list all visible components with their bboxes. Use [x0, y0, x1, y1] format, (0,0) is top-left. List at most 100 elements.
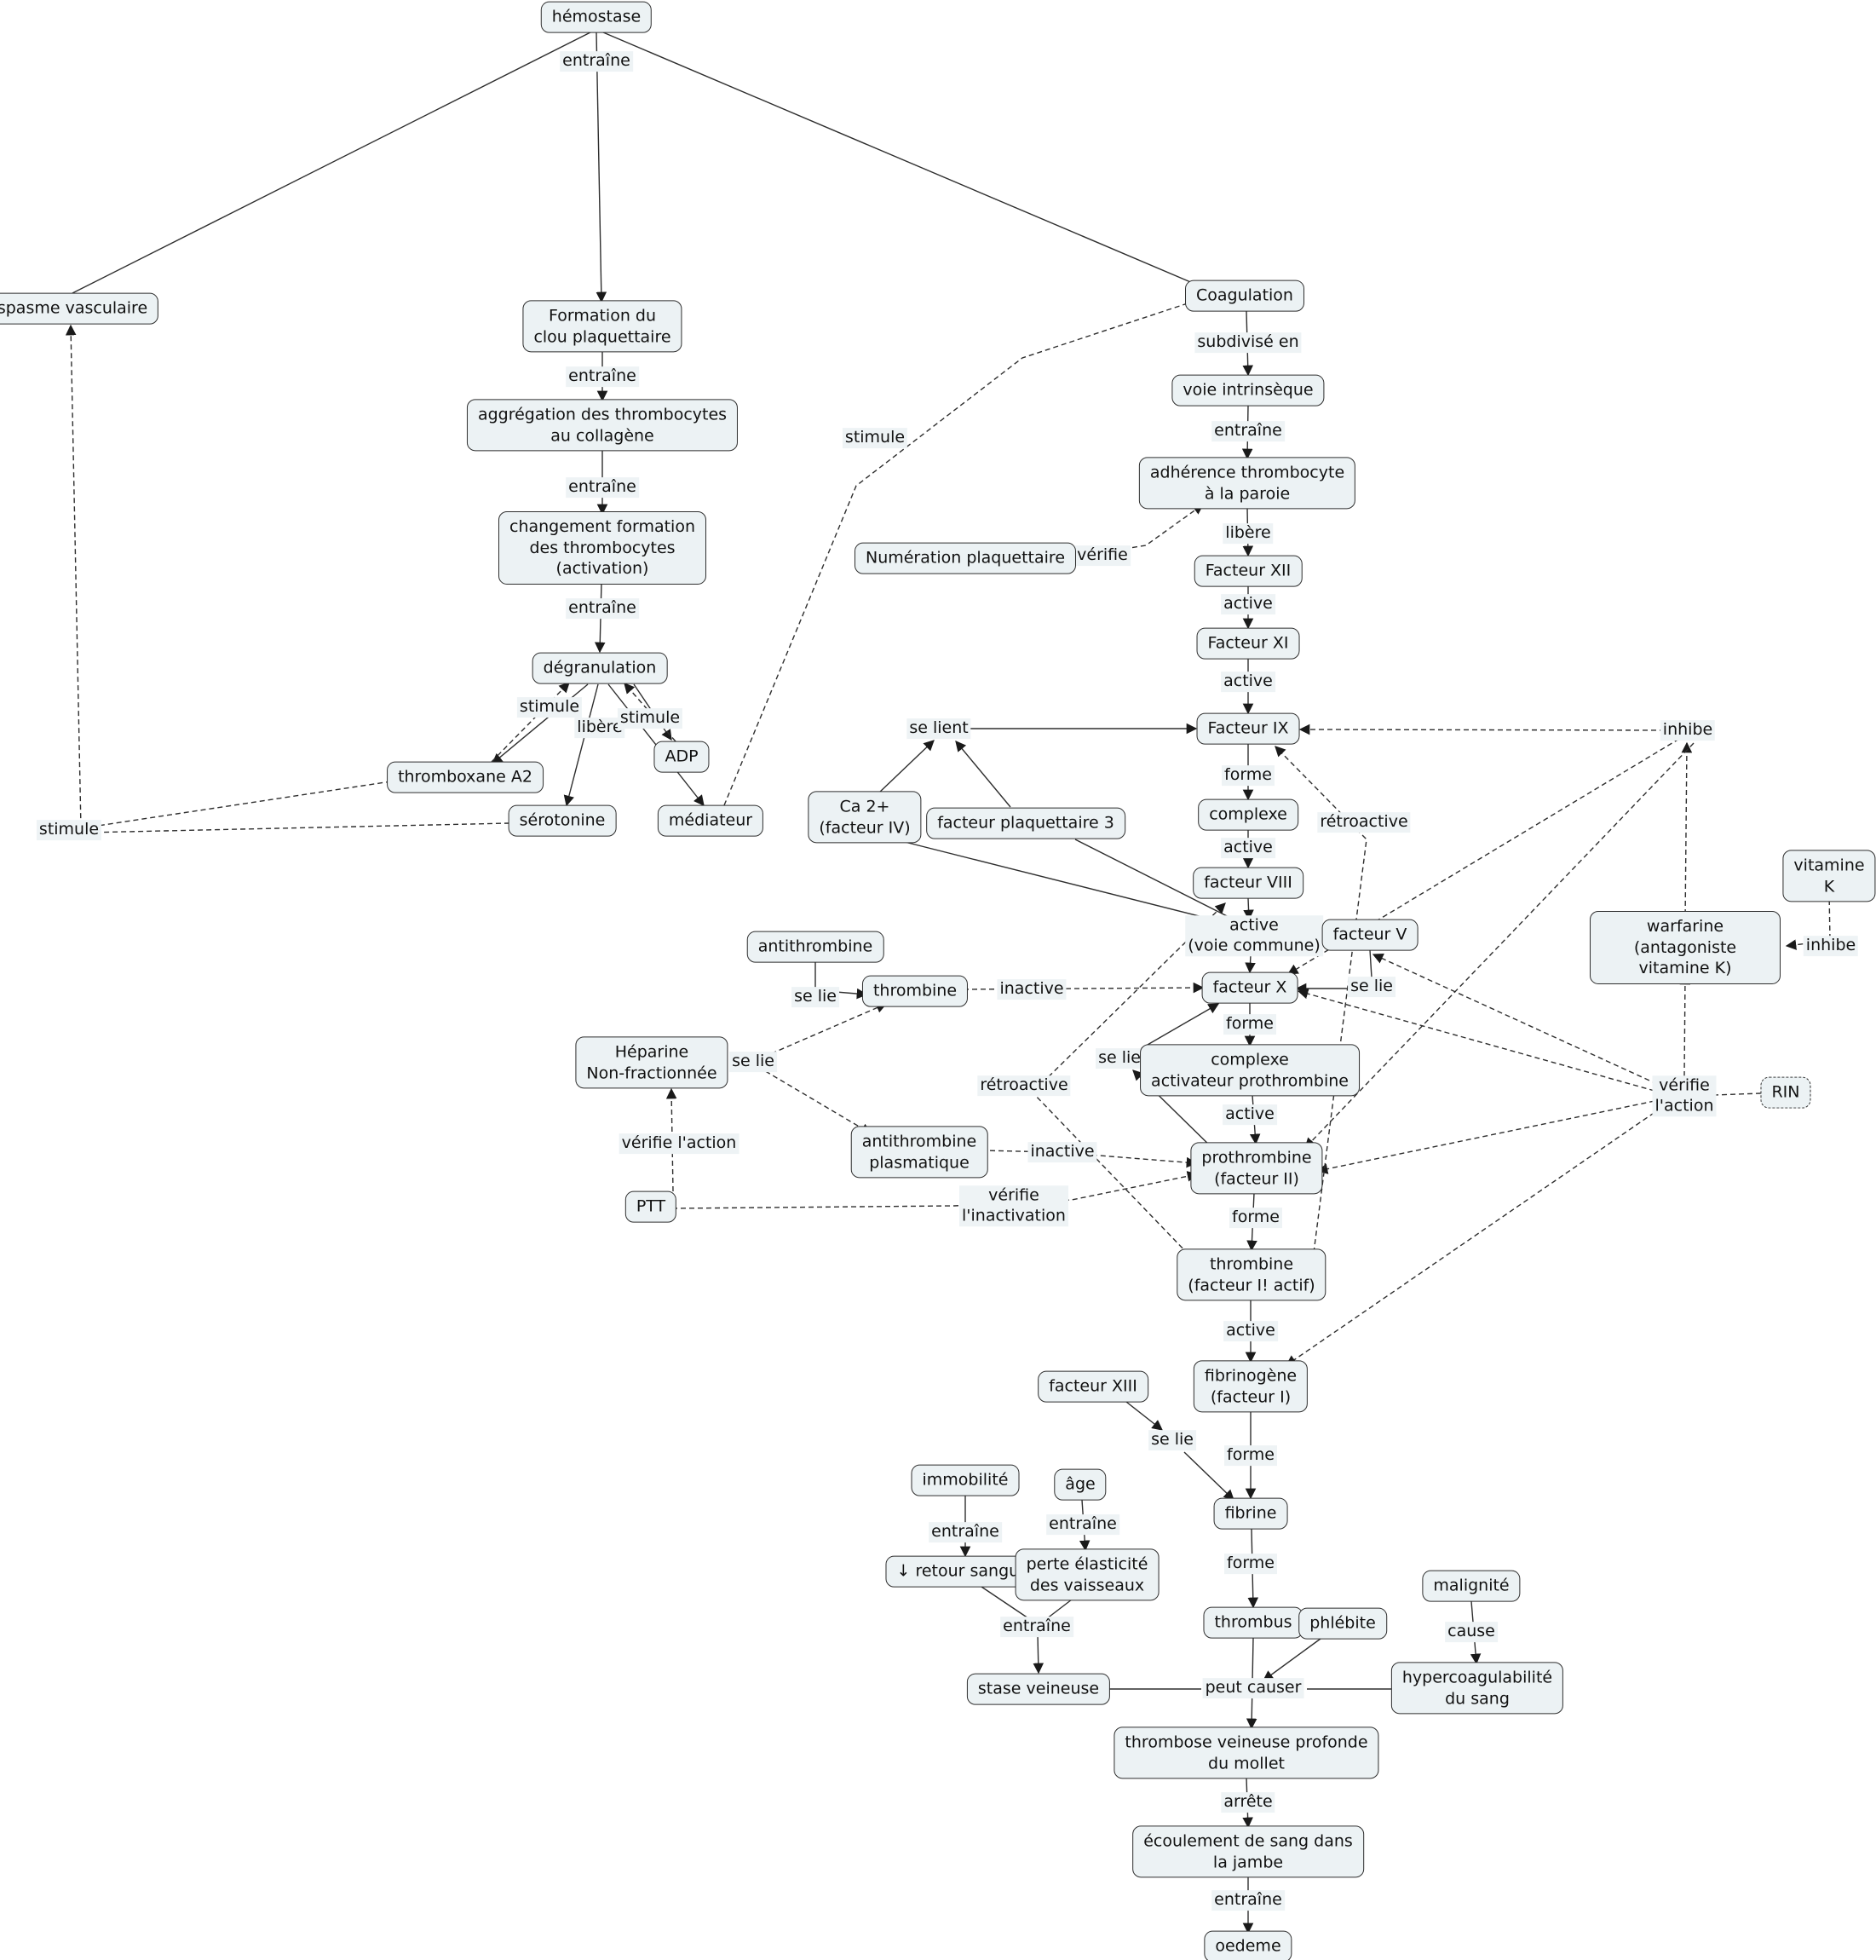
node-ptt[interactable]: PTT — [624, 1190, 677, 1223]
node-ca[interactable]: Ca 2+ (facteur IV) — [808, 791, 922, 844]
node-aggregation[interactable]: aggrégation des thrombocytes au collagèn… — [466, 399, 739, 452]
edge-line-dashed — [1298, 723, 1674, 735]
node-f9[interactable]: Facteur IX — [1196, 712, 1300, 745]
edge-label: stimule — [36, 820, 102, 840]
edge-line — [878, 740, 935, 793]
node-hyper[interactable]: hypercoagulabilité du sang — [1390, 1662, 1564, 1715]
edge-line — [904, 841, 1234, 928]
edge-line-dashed — [1679, 973, 1691, 1077]
edge-label: entraîne — [566, 477, 639, 498]
node-serotonine[interactable]: sérotonine — [508, 804, 617, 837]
node-thromboxane[interactable]: thromboxane A2 — [387, 761, 544, 793]
node-vitk[interactable]: vitamine K — [1782, 850, 1876, 902]
node-changement[interactable]: changement formation des thrombocytes (a… — [498, 510, 706, 585]
edge-label: vérifie l'action — [1652, 1075, 1717, 1116]
edge-line — [955, 741, 1011, 808]
node-f5[interactable]: facteur V — [1321, 919, 1419, 951]
node-tvp[interactable]: thrombose veineuse profonde du mollet — [1114, 1727, 1379, 1779]
node-heparine[interactable]: Héparine Non-fractionnée — [575, 1036, 728, 1089]
edge-label: stimule — [617, 708, 683, 729]
edge-label: entraîne — [1046, 1514, 1119, 1535]
node-fibrinogene[interactable]: fibrinogène (facteur I) — [1193, 1360, 1309, 1413]
node-malignite[interactable]: malignité — [1422, 1570, 1521, 1602]
edge-label: stimule — [516, 697, 583, 718]
edge-label: arrête — [1221, 1792, 1275, 1813]
node-spasme[interactable]: spasme vasculaire — [0, 292, 159, 325]
edge-label: entraîne — [1211, 1890, 1285, 1911]
node-coagulation[interactable]: Coagulation — [1185, 280, 1304, 312]
node-complexe[interactable]: complexe — [1198, 798, 1298, 831]
edge-label: se lie — [729, 1052, 777, 1072]
node-fp3[interactable]: facteur plaquettaire 3 — [926, 807, 1125, 839]
node-formation[interactable]: Formation du clou plaquettaire — [522, 300, 682, 353]
edge-line — [1141, 1003, 1220, 1049]
node-f8[interactable]: facteur VIII — [1193, 867, 1303, 899]
node-warfarine[interactable]: warfarine (antagoniste vitamine K) — [1590, 910, 1781, 985]
node-adherence[interactable]: adhérence thrombocyte à la paroie — [1138, 457, 1356, 510]
node-anti_plasm[interactable]: antithrombine plasmatique — [850, 1126, 988, 1179]
node-prothrombine[interactable]: prothrombine (facteur II) — [1190, 1142, 1323, 1195]
edge-label: vérifie l'action — [619, 1133, 739, 1154]
edge-label: libère — [1223, 523, 1274, 544]
edge-label: subdivisé en — [1194, 332, 1302, 353]
edge-line — [1033, 1634, 1044, 1675]
node-rin[interactable]: RIN — [1760, 1076, 1811, 1109]
edge-label: entraîne — [929, 1522, 1002, 1542]
edge-label: forme — [1222, 765, 1275, 786]
node-fX[interactable]: facteur X — [1201, 971, 1298, 1004]
edge-line-dashed — [1785, 891, 1831, 950]
edge-label: inhibe — [1803, 936, 1859, 956]
node-phlebite[interactable]: phlébite — [1298, 1607, 1387, 1640]
edge-line-dashed — [963, 982, 1205, 994]
node-mediateur[interactable]: médiateur — [657, 804, 764, 837]
edge-label: entraîne — [566, 598, 639, 619]
node-antithrombine[interactable]: antithrombine — [746, 931, 884, 963]
edge-label: stimule — [842, 428, 908, 448]
node-hemostase[interactable]: hémostase — [540, 1, 653, 33]
node-ecoulement[interactable]: écoulement de sang dans la jambe — [1132, 1825, 1364, 1878]
node-fibrine[interactable]: fibrine — [1213, 1497, 1288, 1530]
edge-line — [72, 32, 591, 294]
edge-label: entraîne — [1000, 1617, 1073, 1637]
node-thrombus[interactable]: thrombus — [1203, 1606, 1303, 1639]
node-f13[interactable]: facteur XIII — [1038, 1370, 1148, 1403]
node-stase[interactable]: stase veineuse — [966, 1673, 1111, 1705]
node-perte[interactable]: perte élasticité des vaisseaux — [1015, 1548, 1160, 1601]
node-thrombine_actif[interactable]: thrombine (facteur I! actif) — [1177, 1248, 1326, 1301]
edge-line-dashed — [671, 1171, 1199, 1209]
edge-label: inactive — [1027, 1142, 1097, 1162]
node-immobilite[interactable]: immobilité — [911, 1464, 1020, 1496]
node-numeration[interactable]: Numération plaquettaire — [854, 542, 1077, 574]
edge-line-dashed — [65, 324, 392, 829]
node-f12[interactable]: Facteur XII — [1194, 555, 1303, 587]
edge-line-dashed — [1275, 746, 1367, 1254]
edge-label: se lie — [1096, 1048, 1143, 1069]
edge-label: active — [1221, 672, 1275, 692]
edge-label: inhibe — [1660, 720, 1716, 741]
edge-label: peut causer — [1202, 1678, 1304, 1698]
edge-label: inactive — [997, 979, 1067, 1000]
edge-line — [1183, 1451, 1234, 1501]
edge-line — [596, 32, 607, 303]
node-degranulation[interactable]: dégranulation — [532, 652, 668, 684]
node-adp[interactable]: ADP — [653, 741, 710, 773]
edge-line — [1125, 1401, 1163, 1431]
edge-label: forme — [1224, 1445, 1277, 1466]
edge-line — [981, 1586, 1034, 1623]
node-thrombine[interactable]: thrombine — [861, 975, 969, 1007]
edge-line — [563, 683, 599, 807]
edge-line-dashed — [1297, 988, 1655, 1092]
edge-label: rétroactive — [1317, 812, 1411, 833]
node-complexe_act[interactable]: complexe activateur prothrombine — [1140, 1044, 1360, 1097]
node-oedeme[interactable]: oedeme — [1204, 1930, 1292, 1960]
edge-label: se lie — [791, 987, 839, 1007]
node-age[interactable]: âge — [1054, 1468, 1107, 1501]
edge-label: entraîne — [566, 366, 639, 387]
node-f11[interactable]: Facteur XI — [1196, 627, 1300, 660]
edge-label: se lient — [906, 718, 971, 739]
edge-label: forme — [1223, 1014, 1276, 1035]
edge-line-dashed — [1285, 1107, 1662, 1366]
node-voie[interactable]: voie intrinsèque — [1171, 374, 1325, 406]
edge-line — [602, 32, 1206, 289]
